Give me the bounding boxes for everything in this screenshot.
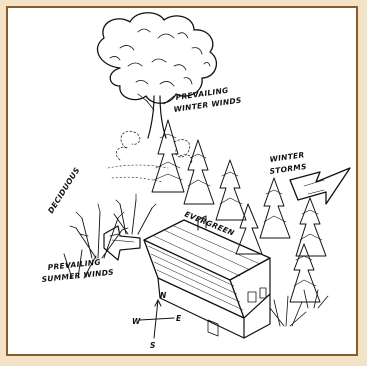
compass [140, 300, 174, 338]
winter-storms-arrow [290, 168, 350, 204]
large-deciduous-tree [97, 13, 216, 138]
compass-east-label: E [176, 314, 182, 323]
winter-wind-swirls [108, 131, 192, 182]
house [144, 216, 270, 338]
compass-north-label: N [160, 291, 167, 300]
compass-south-label: S [150, 341, 156, 350]
deciduous-label: DECIDUOUS [46, 166, 81, 215]
compass-west-label: W [132, 317, 141, 326]
winter-storms-label-line2: STORMS [269, 162, 307, 176]
site-planning-illustration: N E S W PREVAILING WINTER WINDS WINTER S… [8, 8, 356, 354]
illustration-panel: N E S W PREVAILING WINTER WINDS WINTER S… [6, 6, 358, 356]
shrubs-near-house [270, 290, 328, 326]
